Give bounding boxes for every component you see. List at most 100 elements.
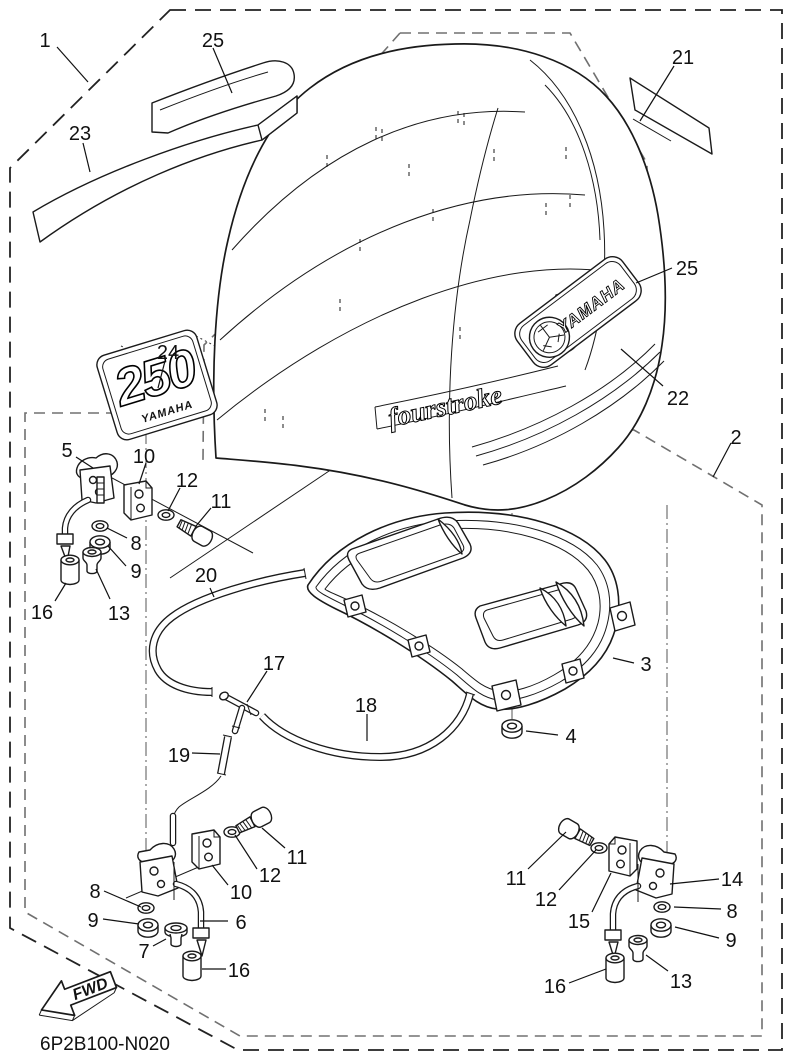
cowl-crease-b: [219, 193, 586, 341]
latch-5-ferrule: [56, 533, 74, 545]
breather-pipe-19: [169, 734, 233, 847]
callout-12-c: 12: [535, 889, 557, 911]
callout-1: 1: [39, 30, 50, 52]
callout-18: 18: [355, 695, 377, 717]
spacer-13-bottom-right: [628, 934, 648, 963]
callout-10-a: 10: [133, 446, 155, 468]
grip-moulding-25: [151, 60, 295, 134]
washer-8-bottom-left: [137, 902, 155, 914]
cowl-texture-marks: [264, 111, 571, 428]
callout-2: 2: [730, 427, 741, 449]
nut-9-bottom-left: [137, 918, 159, 938]
bolt-11-bottom-right: [555, 815, 597, 851]
latch-assembly-5: [56, 453, 216, 586]
callout-4: 4: [565, 726, 576, 748]
callout-25-b: 25: [676, 258, 698, 280]
rim-strip-2: [475, 351, 661, 457]
latch-14-ferrule: [604, 929, 622, 941]
bracket-15: [608, 836, 638, 877]
cowl-crease-a: [231, 110, 526, 251]
callout-13-a: 13: [108, 603, 130, 625]
callout-14: 14: [721, 869, 743, 891]
callout-22: 22: [667, 388, 689, 410]
latch-6-plate: [139, 855, 179, 897]
callout-labels: 1 25 21 23 25 24 22 2 5 10 12 11 8 9 16 …: [31, 30, 743, 998]
latch-5-stud: [96, 476, 105, 504]
top-moulding-parts: [32, 60, 713, 243]
bolt-11-left: [174, 515, 216, 550]
callout-19: 19: [168, 745, 190, 767]
callout-11-b: 11: [287, 847, 308, 869]
fourstroke-band-end: [374, 406, 378, 430]
callout-11-a: 11: [211, 491, 232, 513]
hose-20: [148, 567, 307, 697]
callout-9-a: 9: [130, 561, 141, 583]
latch-6-tip: [196, 939, 207, 957]
seal-center-mount: [491, 679, 522, 712]
grip-moulding-25-line: [159, 71, 269, 111]
plate-21-crease: [632, 118, 672, 142]
callout-24: 24: [157, 342, 179, 364]
callout-11-c: 11: [506, 868, 527, 890]
washer-12-left: [157, 509, 175, 521]
seal-right-duct: [474, 581, 588, 650]
grommet-7: [164, 922, 188, 948]
damper-16-bottom-left: [182, 950, 202, 982]
fourstroke-band-bottom: [376, 385, 567, 430]
callout-8-c: 8: [726, 901, 737, 923]
callout-16-a: 16: [31, 602, 53, 624]
latch-assembly-6: [137, 804, 275, 982]
tee-joint-17: [219, 691, 260, 735]
assembly-1-outer-border: [9, 9, 783, 1051]
seal-mounting-tabs: [343, 594, 636, 712]
latch-assembly-14: [555, 815, 677, 984]
cowl-crease-c: [216, 268, 613, 421]
rim-strip-1: [471, 343, 656, 448]
latch-14-plate: [635, 857, 675, 899]
spacer-13-left: [82, 546, 102, 575]
cowling-silhouette: [212, 43, 667, 511]
seal-right-duct-fin-1: [539, 587, 567, 627]
cowl-front-crease: [448, 107, 499, 499]
callout-16-b: 16: [228, 960, 250, 982]
seal-right-duct-fin-2: [555, 581, 585, 627]
fwd-direction-arrow: FWD: [38, 970, 118, 1022]
moulding-23-end-cap: [257, 95, 298, 141]
callout-17: 17: [263, 653, 285, 675]
nut-9-bottom-right: [650, 918, 672, 938]
callout-6: 6: [235, 912, 246, 934]
callout-8-a: 8: [130, 533, 141, 555]
callout-9-c: 9: [725, 930, 736, 952]
cowl-scoop-inner: [544, 84, 601, 241]
damper-16-bottom-right: [605, 952, 625, 984]
callout-10-b: 10: [230, 882, 252, 904]
callout-5: 5: [61, 440, 72, 462]
washer-8-left: [91, 520, 109, 532]
seal-left-duct: [346, 516, 472, 591]
callout-3: 3: [640, 654, 651, 676]
bolt-11-bottom-left: [233, 804, 275, 838]
vent-hoses: [148, 567, 476, 847]
callout-9-b: 9: [87, 910, 98, 932]
cowling-seal-assembly-3: [306, 511, 636, 739]
rim-strip-3: [482, 360, 665, 466]
callout-23: 23: [69, 123, 91, 145]
top-cowling: fourstroke YAMAHA: [212, 43, 667, 511]
washer-12-bottom-right: [590, 842, 608, 854]
bracket-10-bottom-left: [191, 829, 221, 870]
callout-13-c: 13: [670, 971, 692, 993]
latch5-association-line2: [169, 468, 333, 579]
callout-16-c: 16: [544, 976, 566, 998]
hose-18: [259, 691, 476, 762]
seal-left-duct-fin: [437, 518, 463, 555]
assembly-2-border-lower: [24, 412, 763, 1037]
callout-8-b: 8: [89, 881, 100, 903]
callout-15: 15: [568, 911, 590, 933]
callout-20: 20: [195, 565, 217, 587]
callout-12-b: 12: [259, 865, 281, 887]
drawing-number: 6P2B100-N020: [40, 1034, 170, 1055]
model-badge-24: 250 YAMAHA: [96, 329, 218, 441]
callout-leader-lines: [54, 46, 732, 984]
